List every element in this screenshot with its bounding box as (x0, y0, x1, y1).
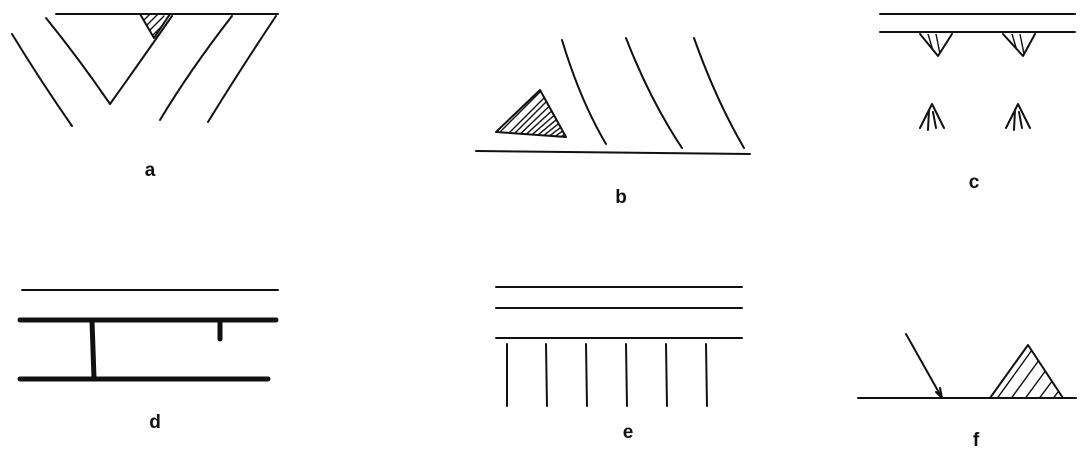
panel-c-wedge-left (919, 33, 953, 57)
panel-label-f: f (973, 430, 980, 449)
panel-c-sprig-left (919, 103, 945, 131)
panel-e-tick-5 (665, 343, 668, 407)
panel-f-diagonal (905, 333, 943, 399)
panel-a-hatched-wedge (139, 13, 171, 39)
panel-a-diagonal-2 (207, 15, 277, 123)
panel-c-wedge-right (1002, 33, 1036, 57)
panel-label-e: e (623, 422, 634, 443)
panel-b-hatched-triangle (495, 89, 567, 138)
panel-d-strut-long (89, 318, 97, 381)
panel-e (495, 286, 743, 407)
panel-b-diagonal-2 (625, 37, 683, 149)
panel-e-tick-3 (585, 343, 588, 407)
panel-b-diagonal-1 (561, 39, 607, 145)
panel-a-v-right (109, 15, 173, 105)
panel-a-left-line (11, 33, 73, 127)
panel-e-tick-6 (705, 343, 708, 407)
panel-label-c: c (969, 172, 980, 193)
panel-e-tick-4 (625, 343, 628, 407)
panel-d (17, 289, 279, 382)
panel-a-diagonal-1 (159, 15, 233, 121)
panel-b (475, 37, 751, 155)
panel-f-arrow-tip (935, 387, 943, 399)
panel-b-diagonal-3 (693, 37, 745, 149)
panel-label-a: a (145, 160, 156, 181)
panel-e-tick-2 (545, 343, 548, 407)
panel-a-v-left (45, 17, 111, 105)
panel-label-b: b (615, 187, 627, 208)
panel-f (857, 333, 1077, 399)
panel-f-hatched-triangle (989, 344, 1064, 399)
panel-c (879, 13, 1076, 131)
panel-c-sprig-right (1005, 103, 1031, 131)
panel-a (11, 13, 279, 127)
panel-b-base-line (475, 150, 751, 155)
panel-label-d: d (149, 412, 161, 433)
